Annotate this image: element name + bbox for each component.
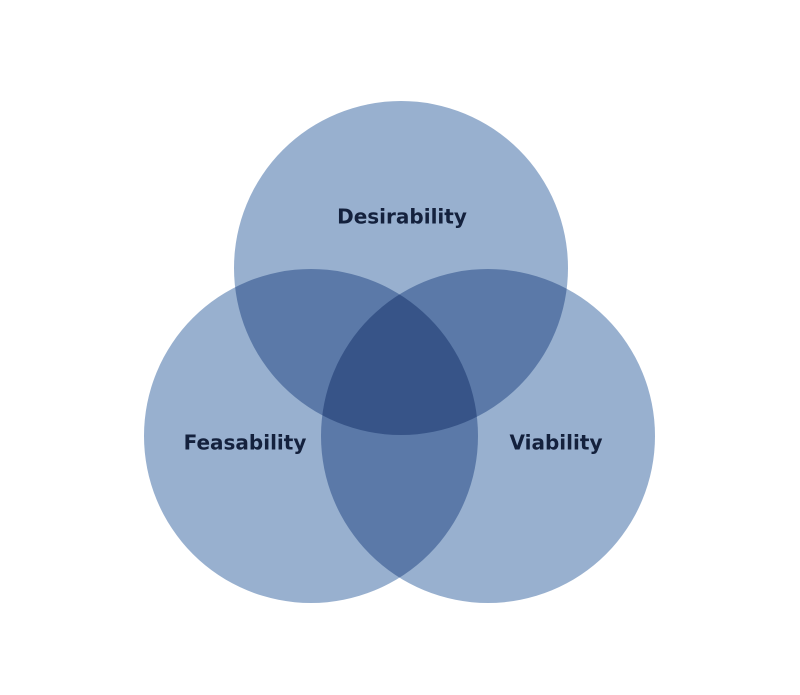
viability-circle (321, 269, 655, 603)
feasability-label: Feasability (184, 431, 307, 455)
venn-circles (144, 101, 655, 603)
venn-labels: Desirability Feasability Viability (184, 205, 603, 455)
viability-label: Viability (510, 431, 603, 455)
desirability-label: Desirability (337, 205, 467, 229)
